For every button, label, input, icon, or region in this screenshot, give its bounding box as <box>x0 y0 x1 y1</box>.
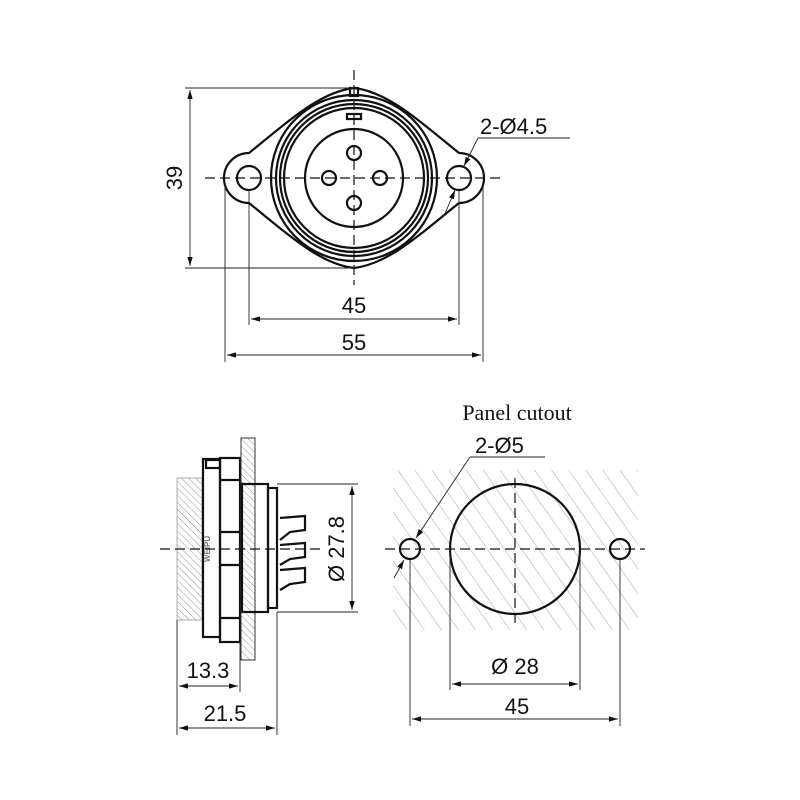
front-view: 39 45 55 2-Ø4.5 <box>162 70 570 362</box>
depth-dim-2: 21.5 <box>204 701 247 726</box>
panel-cutout-title: Panel cutout <box>462 400 571 425</box>
panel-cutout-view: Panel cutout Ø 28 45 2-Ø5 <box>385 400 645 726</box>
hole-label: 2-Ø4.5 <box>480 114 547 139</box>
flange <box>218 456 242 644</box>
ring <box>266 486 279 610</box>
hole-spacing-dim: 45 <box>342 293 366 318</box>
center-dim: Ø 28 <box>491 654 539 679</box>
width-dim: 55 <box>342 330 366 355</box>
pin <box>279 541 307 566</box>
depth-dim-1: 13.3 <box>187 658 230 683</box>
diameter-dim: Ø 27.8 <box>324 516 349 582</box>
hole-label: 2-Ø5 <box>475 433 524 458</box>
height-dim: 39 <box>162 166 187 190</box>
pin <box>279 566 307 591</box>
pin <box>279 514 307 541</box>
side-view: WEIPU Ø 27.8 13.3 21.5 <box>160 437 358 735</box>
hole-spacing-dim: 45 <box>505 694 529 719</box>
pin <box>320 169 338 187</box>
